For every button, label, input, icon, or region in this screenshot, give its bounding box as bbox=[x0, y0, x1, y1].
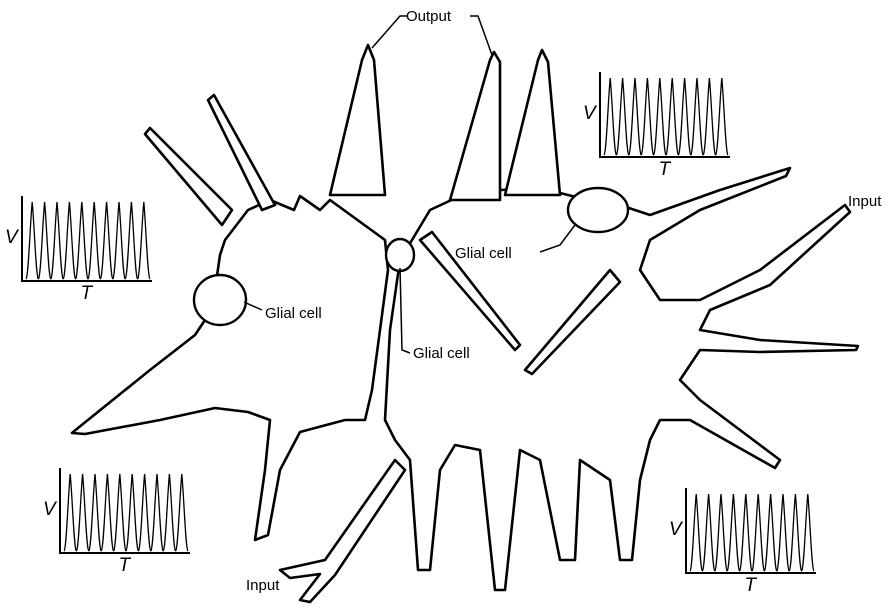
neuron-input-process bbox=[280, 460, 405, 602]
spike-plot-v-label: V bbox=[5, 227, 20, 248]
spike-wave bbox=[51, 202, 63, 279]
spike-wave bbox=[88, 202, 100, 279]
spike-wave bbox=[654, 78, 666, 155]
glial-cell-label-center: Glial cell bbox=[413, 345, 470, 362]
spike-wave bbox=[802, 494, 814, 571]
spike-wave bbox=[138, 474, 150, 551]
glial-cell-label-right: Glial cell bbox=[455, 245, 512, 262]
neuron-right-process-2 bbox=[505, 50, 560, 195]
spike-plot-t-label: T bbox=[119, 555, 132, 576]
spike-wave bbox=[703, 78, 715, 155]
spike-plot-v-label: V bbox=[43, 499, 58, 520]
spike-wave bbox=[740, 494, 752, 571]
spike-wave bbox=[716, 78, 728, 155]
glial-cell-label-left: Glial cell bbox=[265, 305, 322, 322]
spike-wave bbox=[616, 78, 628, 155]
spike-plot-t-label: T bbox=[659, 159, 672, 180]
spike-wave bbox=[63, 202, 75, 279]
neuron-right bbox=[385, 168, 858, 590]
neuron-left-process-3 bbox=[330, 45, 385, 195]
spike-plot-t-label: T bbox=[745, 575, 758, 596]
spike-wave bbox=[163, 474, 175, 551]
input-label-bottom: Input bbox=[246, 577, 280, 594]
spike-wave bbox=[691, 78, 703, 155]
spike-wave bbox=[113, 202, 125, 279]
spike-wave bbox=[138, 202, 150, 279]
neuron-right-process-1 bbox=[450, 52, 500, 200]
spike-plot-top-left: VT bbox=[5, 196, 152, 304]
neuron-left-process-1 bbox=[145, 128, 232, 225]
spike-wave bbox=[38, 202, 50, 279]
glial-cell-center bbox=[386, 239, 414, 271]
input-label-right: Input bbox=[848, 193, 882, 210]
spike-wave bbox=[101, 474, 113, 551]
glial-cell-right bbox=[568, 188, 628, 232]
spike-plot-v-label: V bbox=[669, 519, 684, 540]
spike-wave bbox=[666, 78, 678, 155]
spike-wave bbox=[64, 474, 76, 551]
output-label: Output bbox=[406, 8, 452, 25]
spike-plot-t-label: T bbox=[81, 283, 94, 304]
spike-plot-bottom-left: VT bbox=[43, 468, 190, 576]
spike-wave bbox=[715, 494, 727, 571]
spike-plot-bottom-right: VT bbox=[669, 488, 816, 596]
spike-wave bbox=[789, 494, 801, 571]
spike-wave bbox=[76, 474, 88, 551]
spike-wave bbox=[89, 474, 101, 551]
glial-cell-left bbox=[194, 275, 246, 325]
spike-plot-v-label: V bbox=[583, 103, 598, 124]
spike-wave bbox=[777, 494, 789, 571]
spike-wave bbox=[702, 494, 714, 571]
spike-wave bbox=[629, 78, 641, 155]
spike-wave bbox=[151, 474, 163, 551]
spike-wave bbox=[678, 78, 690, 155]
spike-wave bbox=[604, 78, 616, 155]
spike-wave bbox=[752, 494, 764, 571]
spike-wave bbox=[176, 474, 188, 551]
spike-plot-top-right: VT bbox=[583, 72, 730, 180]
spike-wave bbox=[641, 78, 653, 155]
spike-wave bbox=[26, 202, 38, 279]
spike-wave bbox=[727, 494, 739, 571]
spike-wave bbox=[125, 202, 137, 279]
spike-wave bbox=[764, 494, 776, 571]
spike-wave bbox=[126, 474, 138, 551]
spike-wave bbox=[690, 494, 702, 571]
spike-wave bbox=[114, 474, 126, 551]
spike-wave bbox=[100, 202, 112, 279]
spike-wave bbox=[76, 202, 88, 279]
neuron-left bbox=[72, 196, 388, 540]
neuron-left-process-2 bbox=[208, 95, 275, 210]
